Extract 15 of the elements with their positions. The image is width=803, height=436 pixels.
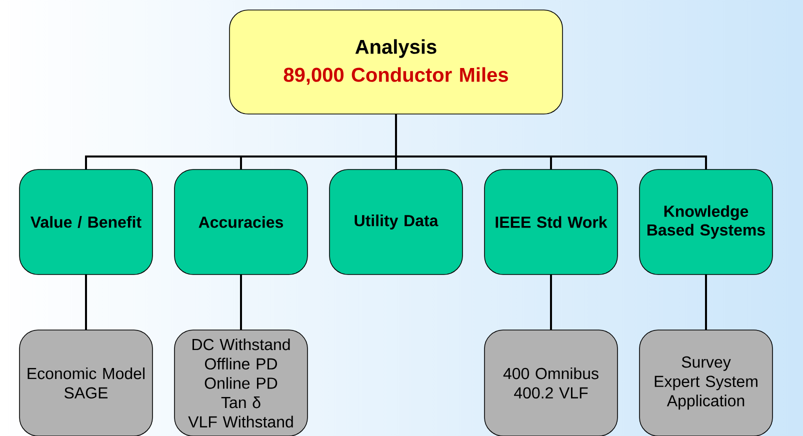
connector-line xyxy=(550,274,552,330)
connector-line xyxy=(705,274,707,330)
detail-box: 400 Omnibus 400.2 VLF xyxy=(484,330,618,436)
category-box: Utility Data xyxy=(329,169,463,275)
detail-box: Economic Model SAGE xyxy=(19,330,153,436)
connector-line xyxy=(395,114,707,170)
category-box: Accuracies xyxy=(174,169,308,275)
category-box: Value / Benefit xyxy=(19,169,153,275)
summary-box: Analysis 89,000 Conductor Miles xyxy=(229,10,563,114)
connector-line xyxy=(85,274,87,330)
detail-box: DC Withstand Offline PD Online PD Tan δ VLF Withstand xyxy=(174,330,308,436)
category-box: IEEE Std Work xyxy=(484,169,618,275)
detail-box: Survey Expert System Application xyxy=(639,330,773,436)
category-box: Knowledge Based Systems xyxy=(639,169,773,275)
connector-line xyxy=(240,274,242,330)
